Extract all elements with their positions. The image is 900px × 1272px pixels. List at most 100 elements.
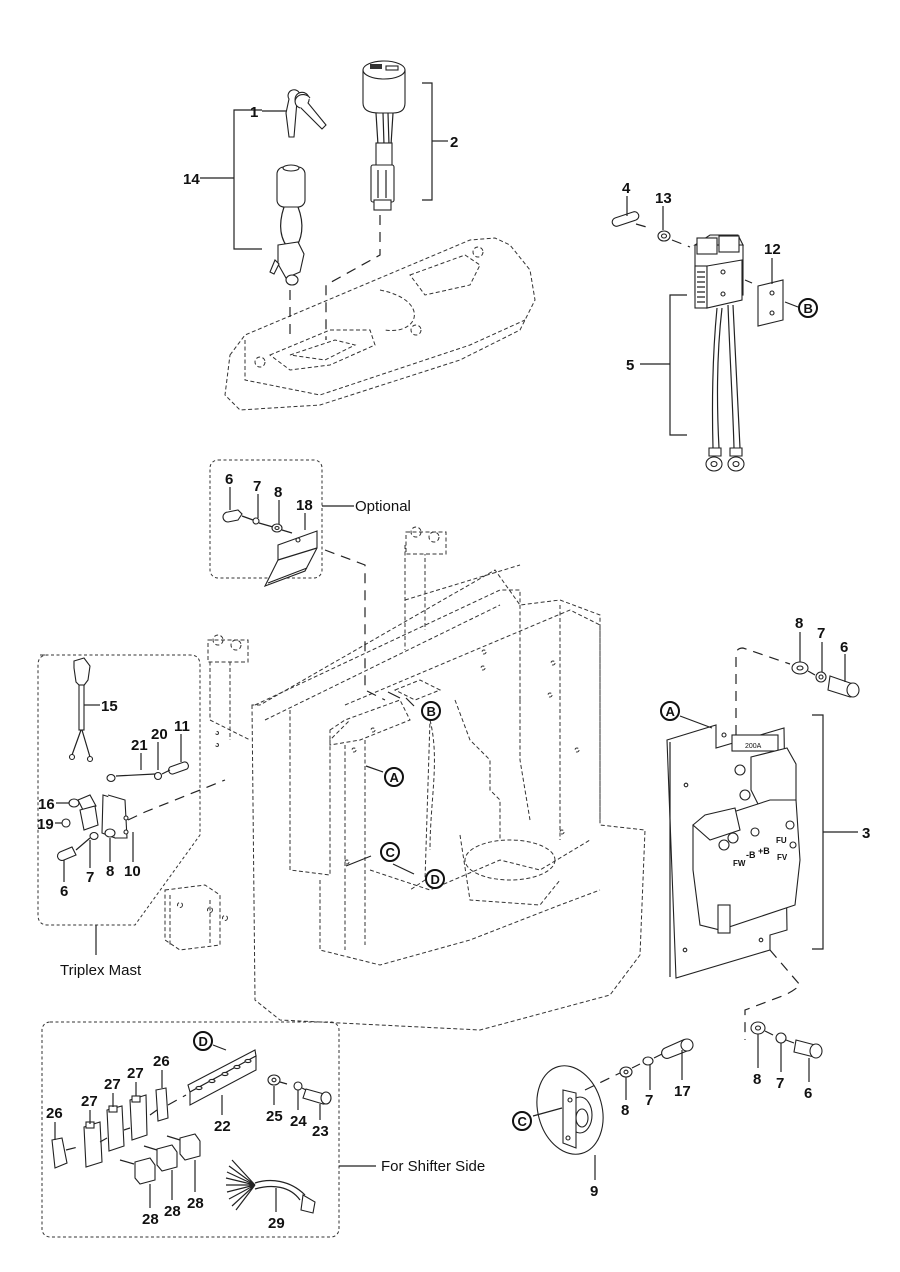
callout-26-left: 26	[46, 1105, 63, 1140]
callout-5-label: 5	[626, 357, 634, 374]
callout-2: 2	[422, 82, 458, 201]
callout-27-left: 27	[81, 1093, 98, 1124]
ref-marker-b-frame: B	[387, 691, 441, 721]
svg-text:23: 23	[312, 1123, 329, 1140]
callout-28-middle: 28	[164, 1170, 181, 1220]
callout-19: 19	[37, 816, 62, 833]
svg-text:D: D	[199, 1034, 208, 1049]
callout-6-controller: 6	[840, 639, 848, 682]
svg-text:27: 27	[127, 1065, 144, 1082]
callout-21: 21	[131, 737, 148, 770]
svg-text:7: 7	[86, 869, 94, 886]
svg-text:17: 17	[674, 1083, 691, 1100]
callout-6-lower: 6	[804, 1058, 812, 1102]
callout-7-lower: 7	[776, 1043, 784, 1092]
svg-text:C: C	[518, 1114, 528, 1129]
svg-text:8: 8	[621, 1102, 629, 1119]
svg-text:FU: FU	[776, 836, 787, 845]
callout-17: 17	[674, 1050, 691, 1100]
svg-text:27: 27	[104, 1076, 121, 1093]
shifter-side-kit-box	[41, 1021, 340, 1238]
svg-text:FV: FV	[777, 853, 788, 862]
svg-text:6: 6	[225, 471, 233, 488]
callout-2-label: 2	[450, 134, 458, 151]
svg-text:B: B	[804, 301, 813, 316]
ref-marker-c-horn: C	[512, 1107, 563, 1131]
callout-27-middle: 27	[104, 1076, 121, 1107]
svg-text:-B: -B	[746, 850, 756, 860]
svg-text:28: 28	[142, 1211, 159, 1228]
callout-8-optional: 8	[274, 484, 282, 524]
svg-text:15: 15	[101, 698, 118, 715]
callout-9: 9	[590, 1155, 598, 1200]
optional-kit-box	[209, 459, 323, 588]
callout-16: 16	[38, 796, 69, 813]
note-optional: Optional	[322, 498, 411, 515]
svg-text:B: B	[427, 704, 436, 719]
ref-marker-a-controller: A	[660, 701, 713, 729]
callout-7-horn: 7	[645, 1065, 653, 1109]
callout-13: 13	[655, 190, 672, 230]
svg-text:A: A	[666, 704, 676, 719]
svg-text:22: 22	[214, 1118, 231, 1135]
callout-8-horn: 8	[621, 1077, 629, 1119]
callout-8-triplex: 8	[106, 838, 114, 880]
svg-text:6: 6	[60, 883, 68, 900]
svg-text:29: 29	[268, 1215, 285, 1232]
callout-6-triplex: 6	[60, 860, 68, 900]
ref-marker-b-connector: B	[784, 298, 818, 318]
svg-text:FW: FW	[733, 859, 746, 868]
svg-text:28: 28	[164, 1203, 181, 1220]
callout-7-optional: 7	[253, 478, 261, 518]
svg-text:7: 7	[645, 1092, 653, 1109]
svg-text:19: 19	[37, 816, 54, 833]
callout-8-lower: 8	[753, 1034, 761, 1088]
svg-text:7: 7	[253, 478, 261, 495]
ref-marker-d-frame: D	[392, 863, 445, 889]
svg-text:D: D	[431, 872, 440, 887]
callout-25: 25	[266, 1086, 283, 1125]
callout-29: 29	[268, 1188, 285, 1232]
triplex-mast-kit-box	[37, 654, 226, 926]
svg-text:25: 25	[266, 1108, 283, 1125]
lower-hardware	[750, 1021, 823, 1059]
ignition-switch-body	[276, 166, 306, 208]
svg-text:C: C	[386, 845, 396, 860]
callout-28-left: 28	[142, 1184, 159, 1228]
callout-22: 22	[214, 1095, 231, 1135]
callout-26-right: 26	[153, 1053, 170, 1088]
svg-text:6: 6	[840, 639, 848, 656]
callout-12: 12	[764, 241, 781, 284]
callout-1-label: 1	[250, 104, 258, 121]
ref-marker-d-rail: D	[193, 1031, 227, 1051]
svg-text:26: 26	[46, 1105, 63, 1122]
ref-marker-c-frame: C	[345, 842, 400, 867]
dash-panel	[224, 237, 536, 411]
svg-text:6: 6	[804, 1085, 812, 1102]
truck-frame	[164, 526, 646, 1031]
callout-10: 10	[124, 832, 141, 880]
note-triplex-mast: Triplex Mast	[60, 925, 142, 979]
svg-text:20: 20	[151, 726, 168, 743]
svg-text:8: 8	[795, 615, 803, 632]
svg-text:8: 8	[753, 1071, 761, 1088]
horn-assembly	[536, 1065, 621, 1155]
callout-11: 11	[174, 718, 190, 762]
callout-5: 5	[626, 294, 687, 436]
callout-20: 20	[151, 726, 168, 770]
callout-4: 4	[622, 180, 631, 216]
svg-text:+B: +B	[758, 846, 770, 856]
svg-text:For Shifter Side: For Shifter Side	[381, 1158, 485, 1175]
hour-meter	[362, 60, 406, 211]
callout-28-right: 28	[187, 1160, 204, 1212]
callout-7-controller: 7	[817, 625, 825, 672]
svg-text:7: 7	[776, 1075, 784, 1092]
svg-text:10: 10	[124, 863, 141, 880]
svg-text:8: 8	[106, 863, 114, 880]
horn-hardware	[619, 1038, 694, 1078]
callout-3: 3	[812, 714, 870, 950]
svg-text:A: A	[390, 770, 400, 785]
callout-4-label: 4	[622, 180, 631, 197]
svg-text:11: 11	[174, 718, 190, 735]
